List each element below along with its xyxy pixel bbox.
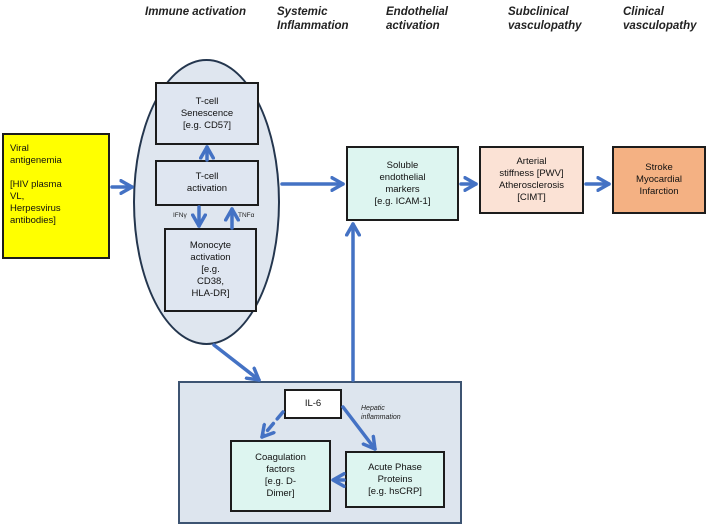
header-endothelial-activation: Endothelial activation	[386, 6, 448, 32]
monocyte-activation-box: Monocyte activation [e.g. CD38, HLA-DR]	[164, 228, 257, 312]
viral-antigenemia-box: Viral antigenemia [HIV plasma VL, Herpes…	[2, 133, 110, 259]
clinical-outcome-box: Stroke Myocardial Infarction	[612, 146, 706, 214]
soluble-endothelial-markers-box: Soluble endothelial markers [e.g. ICAM-1…	[346, 146, 459, 221]
header-systemic-inflammation: Systemic Inflammation	[277, 6, 349, 32]
arrow-il6-to-coagulation	[260, 410, 285, 439]
tnf-alpha-label: TNFα	[238, 212, 255, 219]
arterial-stiffness-box: Arterial stiffness [PWV] Atherosclerosis…	[479, 146, 584, 214]
coagulation-factors-box: Coagulation factors [e.g. D- Dimer]	[230, 440, 331, 512]
header-subclinical-vasculopathy: Subclinical vasculopathy	[508, 6, 582, 32]
arrow-il6-to-acute	[341, 405, 377, 451]
header-clinical-vasculopathy: Clinical vasculopathy	[623, 6, 697, 32]
header-immune-activation: Immune activation	[145, 6, 246, 18]
acute-phase-proteins-box: Acute Phase Proteins [e.g. hsCRP]	[345, 451, 445, 508]
arrow-immune-to-panel	[212, 343, 261, 382]
hepatic-inflammation-label: Hepatic inflammation	[361, 405, 401, 421]
il6-box: IL-6	[284, 389, 342, 419]
tcell-senescence-box: T-cell Senescence [e.g. CD57]	[155, 82, 259, 145]
ifn-gamma-label: IFNγ	[173, 212, 187, 219]
